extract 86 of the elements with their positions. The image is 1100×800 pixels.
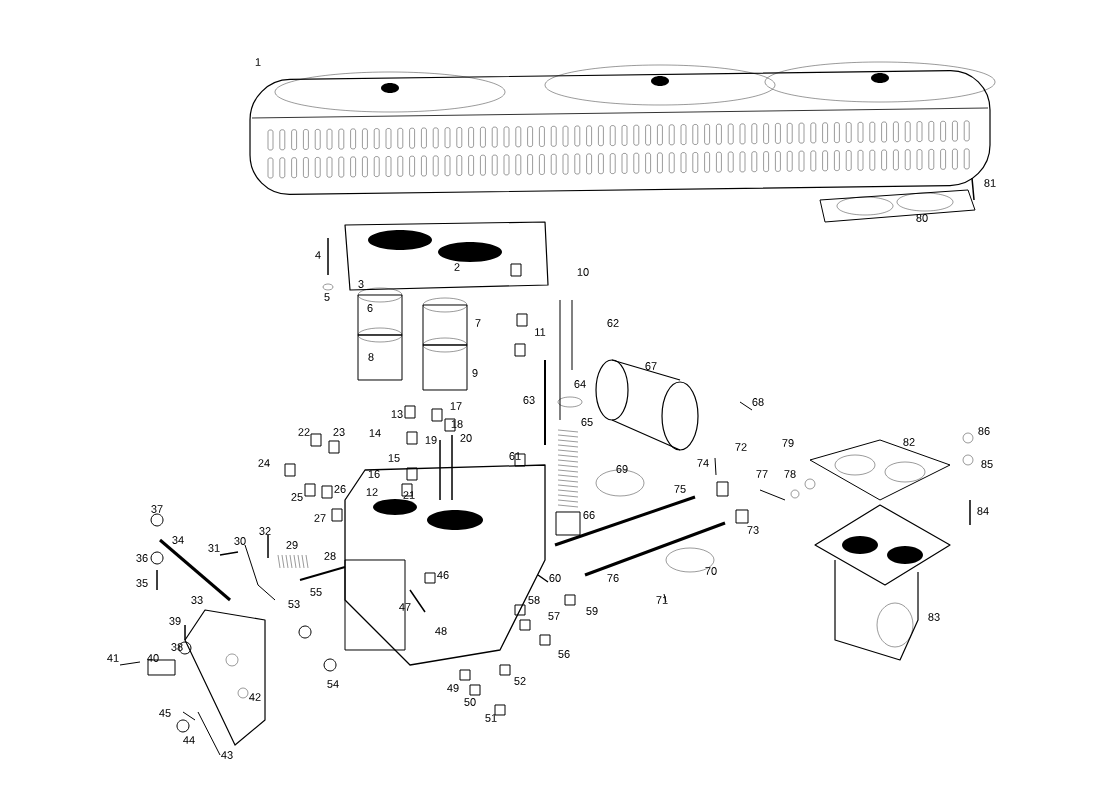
callout-number: 22 (298, 428, 310, 436)
callout-number: 44 (183, 736, 195, 744)
callout-number: 64 (574, 380, 586, 388)
callout-number: 34 (172, 536, 184, 544)
callout-number: 71 (656, 596, 668, 604)
callout-number: 40 (147, 654, 159, 662)
callout-number: 50 (464, 698, 476, 706)
callout-number: 29 (286, 541, 298, 549)
callout-number: 25 (291, 493, 303, 501)
callout-number: 11 (535, 328, 546, 336)
callout-number: 51 (485, 714, 497, 722)
callout-number: 6 (367, 304, 373, 312)
callout-number: 27 (314, 514, 326, 522)
callout-number: 55 (310, 588, 322, 596)
callout-number: 26 (334, 485, 346, 493)
callout-number: 72 (735, 443, 747, 451)
callout-number: 58 (528, 596, 540, 604)
callout-number: 84 (977, 507, 989, 515)
callout-number: 21 (403, 491, 415, 499)
callout-number: 75 (674, 485, 686, 493)
callout-number: 66 (583, 511, 595, 519)
callout-number: 81 (984, 179, 996, 187)
callout-number: 73 (747, 526, 759, 534)
callout-number: 4 (315, 251, 321, 259)
callout-number: 35 (136, 579, 148, 587)
callout-number: 45 (159, 709, 171, 717)
callout-number: 10 (577, 268, 589, 276)
callout-number: 78 (784, 470, 796, 478)
callout-number: 2 (454, 263, 460, 271)
callout-number: 69 (616, 465, 628, 473)
callout-number: 39 (169, 617, 181, 625)
callout-number: 62 (607, 319, 619, 327)
callout-number: 49 (447, 684, 459, 692)
callout-number: 77 (756, 470, 768, 478)
callout-number: 37 (151, 505, 163, 513)
callout-number: 61 (509, 452, 521, 460)
callout-number: 36 (136, 554, 148, 562)
callout-number: 3 (358, 280, 364, 288)
callout-number: 54 (327, 680, 339, 688)
callout-number: 86 (978, 427, 990, 435)
callout-number: 30 (234, 537, 246, 545)
callout-number: 17 (450, 402, 462, 410)
callout-number: 28 (324, 552, 336, 560)
callout-number: 41 (107, 654, 119, 662)
callout-number: 13 (391, 410, 403, 418)
callout-number: 79 (782, 439, 794, 447)
callout-number: 23 (333, 428, 345, 436)
callout-number: 24 (258, 459, 270, 467)
callout-number: 53 (288, 600, 300, 608)
callout-number: 70 (705, 567, 717, 575)
callout-number: 68 (752, 398, 764, 406)
callout-number: 85 (981, 460, 993, 468)
callout-number: 7 (475, 319, 481, 327)
callout-number: 67 (645, 362, 657, 370)
callout-number: 16 (368, 470, 380, 478)
callout-number: 38 (171, 643, 183, 651)
callout-number: 8 (368, 353, 374, 361)
callout-number: 5 (324, 293, 330, 301)
callout-number: 47 (399, 603, 411, 611)
callout-number: 48 (435, 627, 447, 635)
callout-number: 15 (388, 454, 400, 462)
callout-number: 56 (558, 650, 570, 658)
callout-number: 57 (548, 612, 560, 620)
callout-number: 63 (523, 396, 535, 404)
callout-number: 60 (549, 574, 561, 582)
callout-number: 31 (208, 544, 220, 552)
callout-number: 82 (903, 438, 915, 446)
callout-number: 65 (581, 418, 593, 426)
callout-number: 74 (697, 459, 709, 467)
callout-number: 14 (369, 429, 381, 437)
callout-number: 80 (916, 214, 928, 222)
callout-number: 33 (191, 596, 203, 604)
callout-number: 76 (607, 574, 619, 582)
callout-number: 9 (472, 369, 478, 377)
callout-number: 42 (249, 693, 261, 701)
callout-number: 52 (514, 677, 526, 685)
callout-number: 20 (460, 434, 472, 442)
callout-number: 19 (425, 436, 437, 444)
callout-number: 12 (366, 488, 378, 496)
callout-number: 18 (451, 420, 463, 428)
callout-number: 32 (259, 527, 271, 535)
callout-number: 83 (928, 613, 940, 621)
callout-number: 43 (221, 751, 233, 759)
callout-number: 1 (255, 58, 261, 66)
callout-number: 59 (586, 607, 598, 615)
callout-number: 46 (437, 571, 449, 579)
